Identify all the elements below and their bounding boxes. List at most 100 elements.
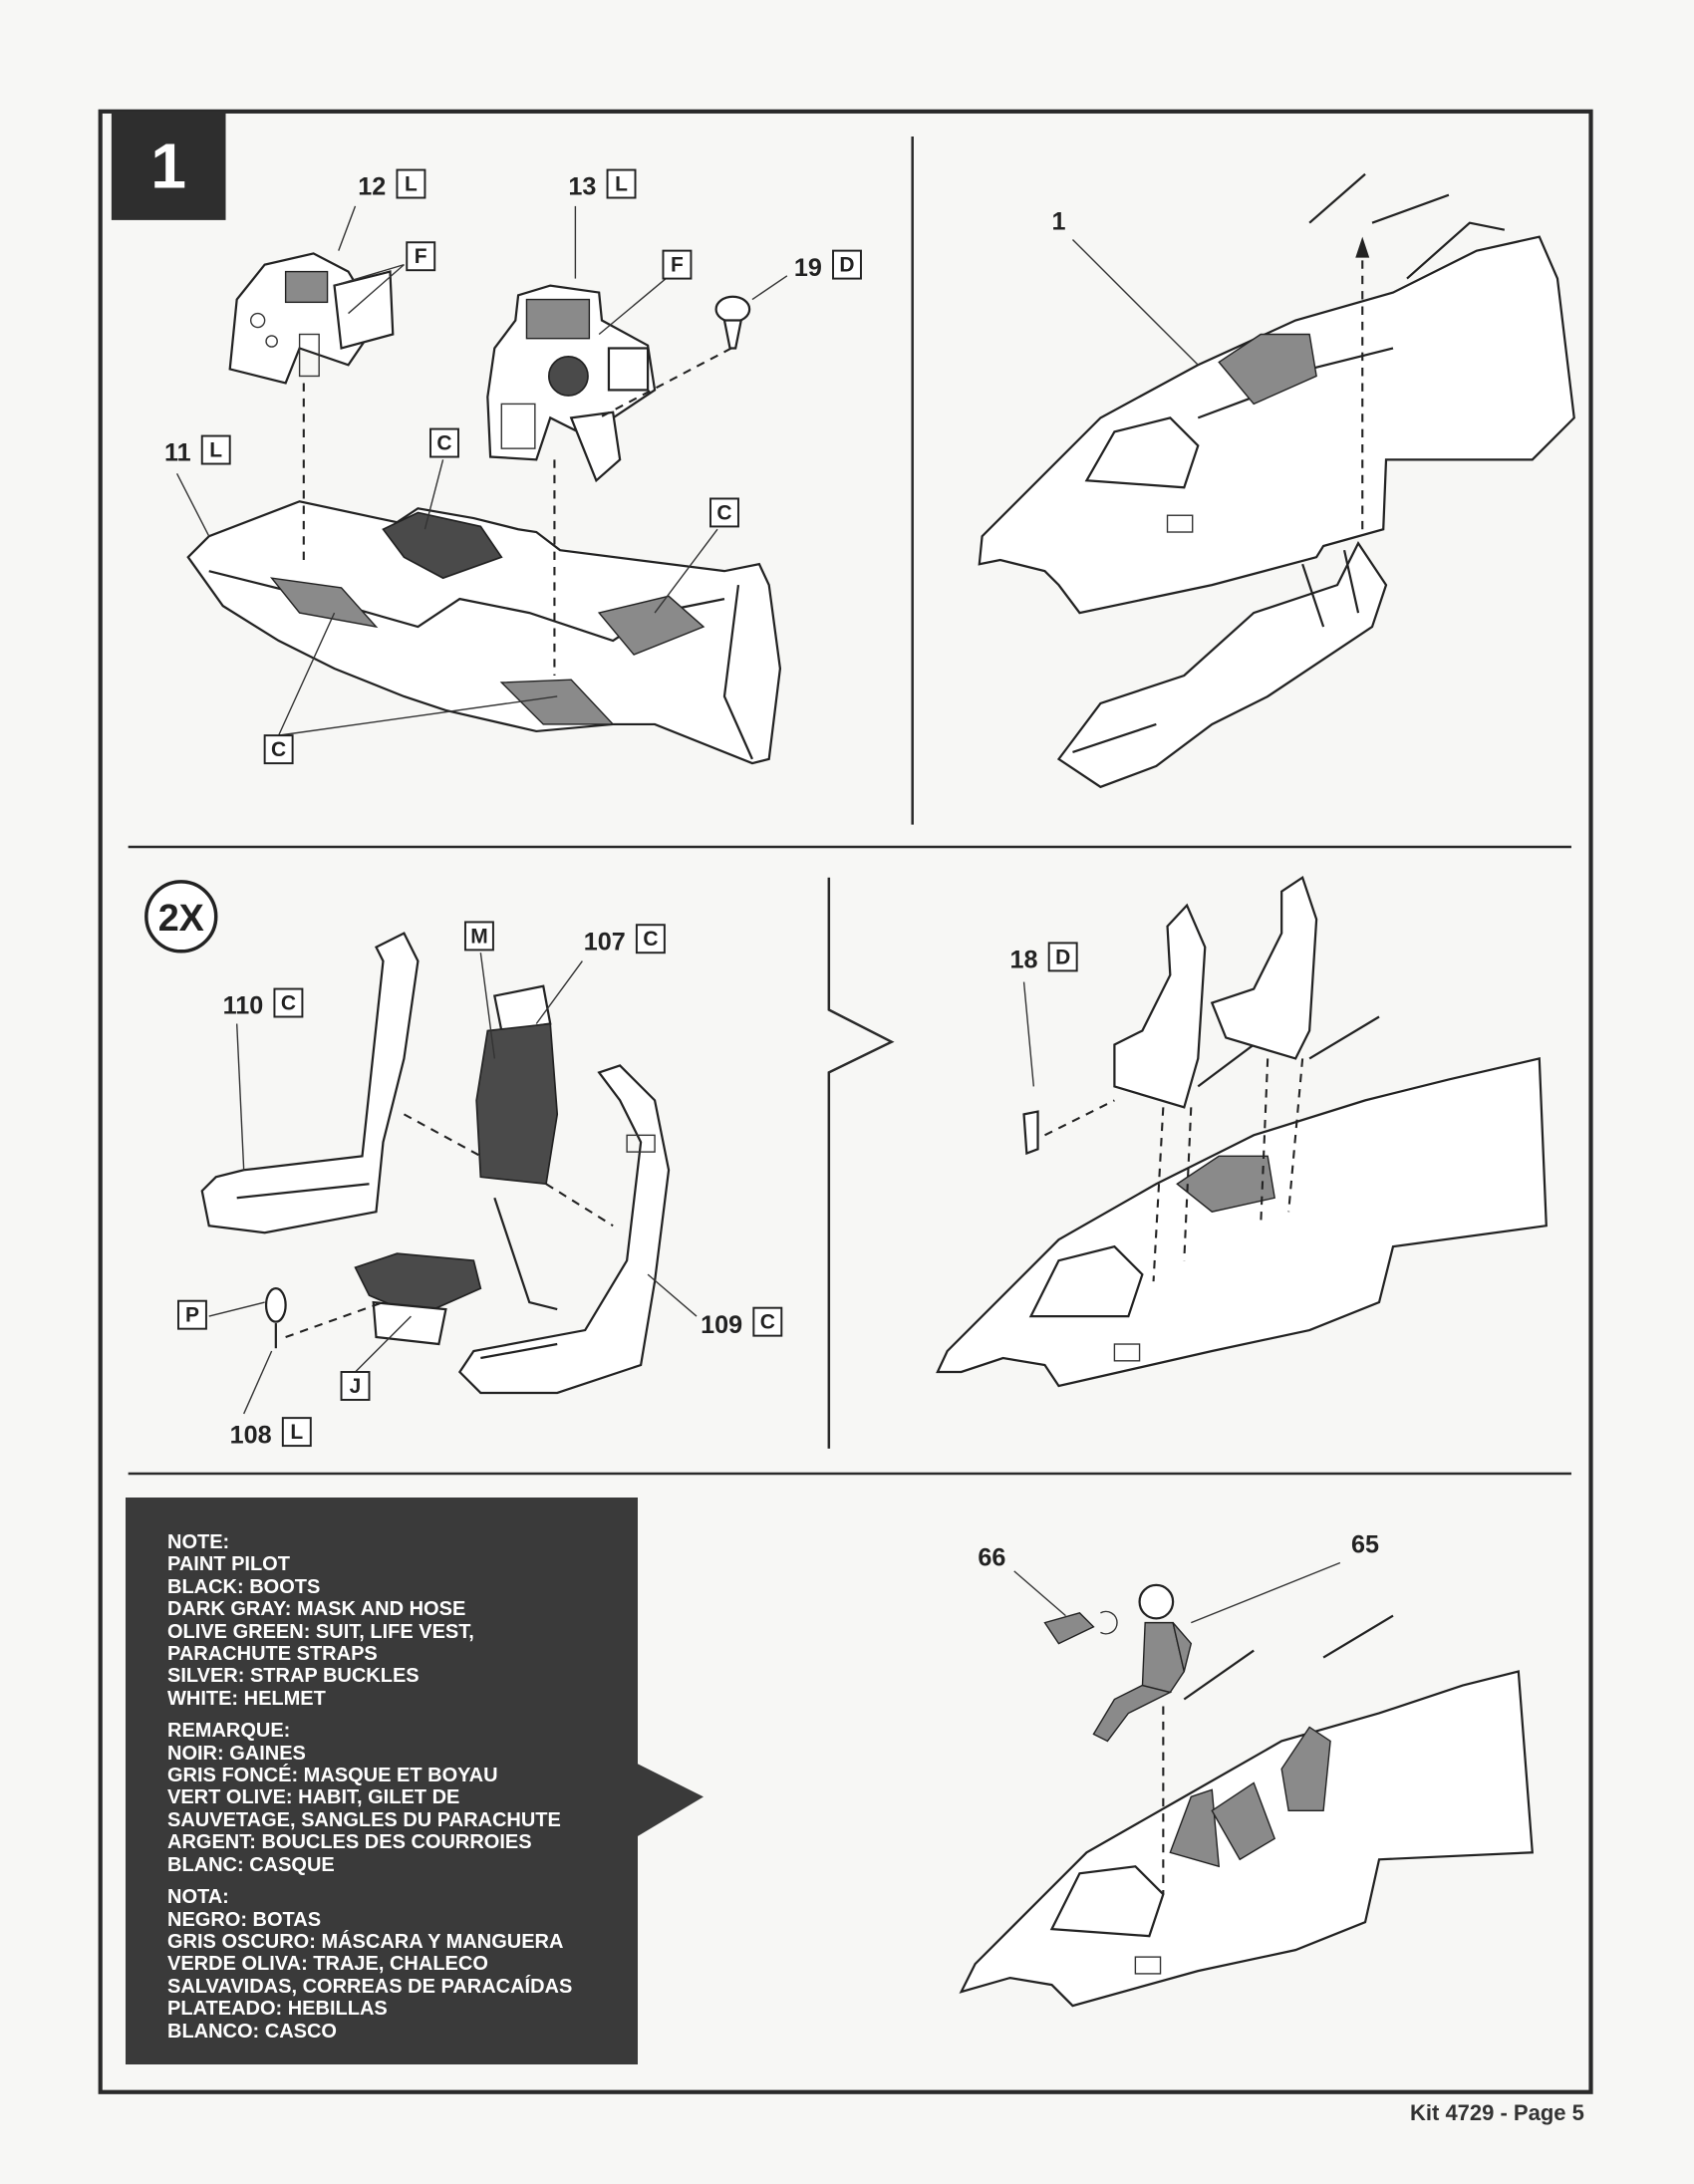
note-pointer (634, 1762, 705, 1839)
pilot-arm-66 (1043, 1610, 1118, 1645)
part-label-M: M (463, 921, 494, 952)
stick-19 (714, 295, 751, 350)
note-line: SILVER: STRAP BUCKLES (167, 1665, 420, 1688)
svg-text:1: 1 (150, 131, 186, 202)
page-footer: Kit 4729 - Page 5 (1410, 2100, 1584, 2125)
part-label-C: C (263, 734, 294, 765)
part-number-1: 1 (1051, 208, 1065, 236)
note-line: NOTE: (167, 1531, 230, 1553)
note-line: OLIVE GREEN: SUIT, LIFE VEST, (167, 1620, 474, 1643)
part-label-J: J (340, 1371, 371, 1401)
note-line: VERT OLIVE: HABIT, GILET DE (167, 1786, 460, 1809)
svg-text:18: 18 (1010, 947, 1038, 974)
svg-text:L: L (615, 173, 628, 196)
seat-cushion-M (475, 984, 559, 1311)
ejection-seats (1113, 875, 1318, 1109)
fuselage-with-pilot (959, 1614, 1534, 2008)
part-label-F: F (662, 249, 693, 280)
divider-arrow (827, 877, 895, 1449)
svg-text:D: D (1055, 946, 1070, 968)
part-label-108L: 108 L (230, 1417, 312, 1449)
note-line: BLANCO: CASCO (167, 2020, 337, 2043)
note-line: NOIR: GAINES (167, 1742, 306, 1765)
leader-line (1071, 238, 1199, 366)
seat-pan-J (354, 1252, 482, 1346)
svg-text:L: L (405, 173, 418, 196)
part-number-66: 66 (978, 1543, 1005, 1571)
svg-text:F: F (671, 254, 684, 277)
cockpit-tub-assembled (1056, 540, 1388, 789)
note-line: DARK GRAY: MASK AND HOSE (167, 1598, 466, 1621)
instrument-panel-12 (228, 252, 395, 385)
leader-lines-step3 (1013, 1561, 1341, 1895)
svg-text:11: 11 (164, 439, 191, 467)
svg-text:C: C (643, 928, 658, 951)
handle-108 (264, 1286, 287, 1349)
note-line: PARACHUTE STRAPS (167, 1643, 378, 1666)
svg-text:107: 107 (584, 928, 626, 956)
svg-text:12: 12 (358, 173, 386, 201)
svg-text:C: C (760, 1311, 775, 1334)
note-line: SALVAVIDAS, CORREAS DE PARACAÍDAS (167, 1975, 573, 1998)
seat-side-109 (457, 1064, 671, 1395)
note-spanish: NOTA: NEGRO: BOTAS GRIS OSCURO: MÁSCARA … (167, 1886, 638, 2043)
part-label-C: C (429, 427, 459, 458)
svg-text:L: L (209, 439, 222, 462)
svg-text:C: C (271, 738, 286, 761)
note-line: VERDE OLIVA: TRAJE, CHALECO (167, 1953, 488, 1976)
step-1-badge: 1 (111, 111, 226, 220)
svg-text:C: C (716, 501, 731, 524)
svg-text:F: F (415, 245, 427, 268)
leader-lines-step2 (208, 953, 698, 1415)
note-line: REMARQUE: (167, 1720, 291, 1743)
svg-text:2X: 2X (158, 897, 204, 939)
part-label-110C: 110 C (223, 987, 304, 1020)
note-line: PLATEADO: HEBILLAS (167, 1998, 388, 2021)
note-line: NEGRO: BOTAS (167, 1908, 322, 1931)
svg-text:D: D (839, 254, 854, 277)
svg-text:C: C (281, 992, 296, 1015)
svg-text:C: C (436, 432, 451, 455)
svg-text:19: 19 (794, 254, 822, 282)
part-label-F: F (406, 241, 436, 272)
part-label-12L: 12 L (358, 168, 426, 201)
part-label-18D: 18 D (1010, 942, 1078, 974)
note-line: SAUVETAGE, SANGLES DU PARACHUTE (167, 1808, 561, 1831)
note-line: ARGENT: BOUCLES DES COURROIES (167, 1831, 532, 1854)
note-line: BLANC: CASQUE (167, 1853, 335, 1876)
note-english: NOTE: PAINT PILOT BLACK: BOOTS DARK GRAY… (167, 1531, 638, 1710)
note-line: GRIS FONCÉ: MASQUE ET BOYAU (167, 1765, 498, 1787)
part-label-107C: 107 C (584, 924, 666, 956)
svg-text:J: J (350, 1375, 362, 1398)
page-frame (98, 109, 1593, 2094)
part-label-13L: 13 L (568, 168, 637, 201)
svg-text:13: 13 (568, 173, 596, 201)
note-line: NOTA: (167, 1886, 229, 1909)
note-french: REMARQUE: NOIR: GAINES GRIS FONCÉ: MASQU… (167, 1720, 638, 1876)
fuselage-with-seats (936, 1015, 1548, 1388)
svg-text:108: 108 (230, 1421, 272, 1449)
note-line: GRIS OSCURO: MÁSCARA Y MANGUERA (167, 1930, 564, 1953)
svg-text:M: M (470, 925, 487, 948)
multiplier-2x-badge: 2X (144, 880, 218, 954)
leader-lines-step1 (175, 205, 788, 736)
part-label-19D: 19 D (794, 249, 862, 282)
part-18 (1022, 1110, 1039, 1156)
instrument-panel-13 (486, 284, 657, 483)
arrow-head-icon (1355, 236, 1370, 258)
svg-text:110: 110 (223, 992, 264, 1020)
cockpit-tub-11 (186, 500, 782, 765)
part-number-65: 65 (1351, 1531, 1379, 1559)
part-label-11L: 11 L (164, 434, 231, 467)
note-line: PAINT PILOT (167, 1553, 290, 1576)
seat-side-110 (200, 932, 420, 1234)
note-line: BLACK: BOOTS (167, 1575, 321, 1598)
svg-text:P: P (185, 1304, 199, 1327)
leader-lines-step2-right (1022, 981, 1304, 1282)
fuselage-1 (978, 172, 1575, 615)
svg-text:L: L (290, 1421, 303, 1444)
part-label-C: C (709, 497, 739, 528)
paint-note-box: NOTE: PAINT PILOT BLACK: BOOTS DARK GRAY… (126, 1498, 638, 2064)
